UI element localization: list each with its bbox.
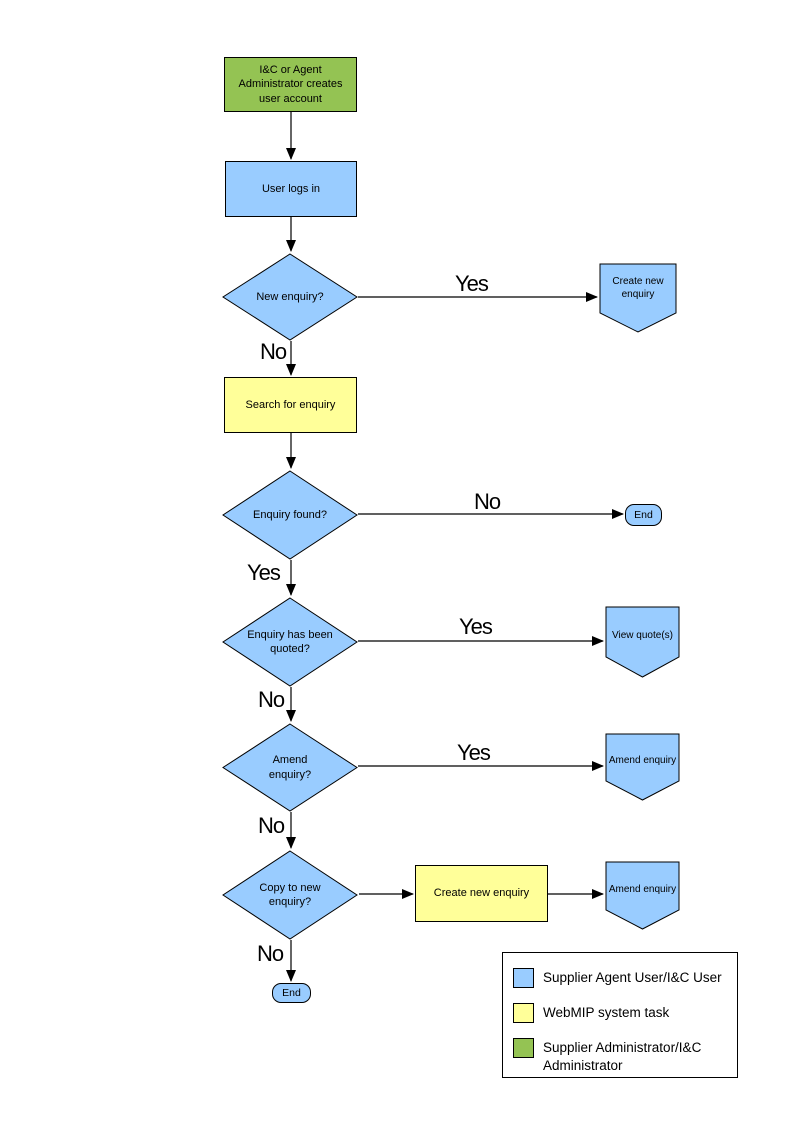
- offpage-amend-enquiry-1: Amend enquiry: [605, 733, 680, 801]
- legend: Supplier Agent User/I&C User WebMIP syst…: [502, 952, 738, 1078]
- diamond-shape: [222, 597, 358, 687]
- edge-label-amend-no: No: [258, 813, 285, 838]
- legend-item-actor: Supplier Agent User/I&C User: [513, 968, 727, 988]
- offpage-amend-enquiry-1-label: Amend enquiry: [608, 755, 677, 766]
- legend-swatch-blue: [513, 968, 534, 988]
- decision-copy-to-new-enquiry: Copy to new enquiry?: [222, 850, 358, 940]
- legend-label-admin: Supplier Administrator/I&C Administrator: [543, 1040, 702, 1074]
- decision-enquiry-found: Enquiry found?: [222, 470, 358, 560]
- decision-copy-to-new-enquiry-label: Copy to new enquiry?: [259, 881, 321, 908]
- edge-label-copy-no: No: [257, 941, 284, 966]
- decision-amend-enquiry-label: Amend enquiry?: [268, 754, 312, 781]
- terminator-end-2-label: End: [282, 987, 301, 999]
- decision-amend-enquiry: Amend enquiry?: [222, 723, 358, 812]
- decision-enquiry-quoted: Enquiry has been quoted?: [222, 597, 358, 687]
- offpage-shape: [605, 733, 680, 801]
- decision-enquiry-found-label: Enquiry found?: [253, 508, 327, 521]
- node-create-user-account-label: I&C or Agent Administrator creates user …: [238, 64, 343, 105]
- terminator-end-1-label: End: [634, 509, 653, 521]
- node-user-logs-in: User logs in: [225, 161, 357, 217]
- task-search-for-enquiry: Search for enquiry: [224, 377, 357, 433]
- decision-enquiry-quoted-label: Enquiry has been quoted?: [247, 628, 333, 655]
- legend-swatch-green: [513, 1038, 534, 1058]
- legend-item-system: WebMIP system task: [513, 1003, 727, 1023]
- node-create-user-account: I&C or Agent Administrator creates user …: [224, 57, 357, 112]
- task-create-new-enquiry-label: Create new enquiry: [433, 887, 530, 900]
- legend-item-admin: Supplier Administrator/I&C Administrator: [513, 1038, 727, 1075]
- legend-swatch-yellow: [513, 1003, 534, 1023]
- terminator-end-2: End: [272, 983, 311, 1003]
- offpage-amend-enquiry-2: Amend enquiry: [605, 861, 680, 930]
- legend-label-system: WebMIP system task: [543, 1005, 670, 1020]
- task-create-new-enquiry: Create new enquiry: [415, 865, 548, 922]
- offpage-shape: [605, 861, 680, 930]
- diamond-shape: [222, 723, 358, 812]
- offpage-amend-enquiry-2-label: Amend enquiry: [608, 884, 677, 895]
- diamond-shape: [222, 850, 358, 940]
- offpage-shape: [605, 606, 680, 678]
- offpage-shape: [599, 263, 677, 333]
- edge-label-enquiry-found-no: No: [474, 489, 501, 514]
- terminator-end-1: End: [625, 504, 662, 526]
- edge-label-new-enquiry-yes: Yes: [455, 271, 489, 296]
- decision-new-enquiry: New enquiry?: [222, 253, 358, 341]
- edge-label-quoted-no: No: [258, 687, 285, 712]
- offpage-view-quotes-label: View quote(s): [612, 630, 673, 641]
- edge-label-amend-yes: Yes: [457, 740, 491, 765]
- task-search-for-enquiry-label: Search for enquiry: [245, 398, 336, 411]
- decision-new-enquiry-label: New enquiry?: [256, 290, 324, 303]
- diamond-shape: [222, 253, 358, 341]
- offpage-create-new-enquiry: Create new enquiry: [599, 263, 677, 333]
- edge-label-new-enquiry-no: No: [260, 339, 287, 364]
- edge-label-enquiry-found-yes: Yes: [247, 560, 281, 585]
- edge-label-quoted-yes: Yes: [459, 614, 493, 639]
- legend-label-actor: Supplier Agent User/I&C User: [543, 970, 722, 985]
- node-user-logs-in-label: User logs in: [261, 182, 321, 195]
- diamond-shape: [222, 470, 358, 560]
- offpage-create-new-enquiry-label: Create new enquiry: [612, 276, 664, 300]
- offpage-view-quotes: View quote(s): [605, 606, 680, 678]
